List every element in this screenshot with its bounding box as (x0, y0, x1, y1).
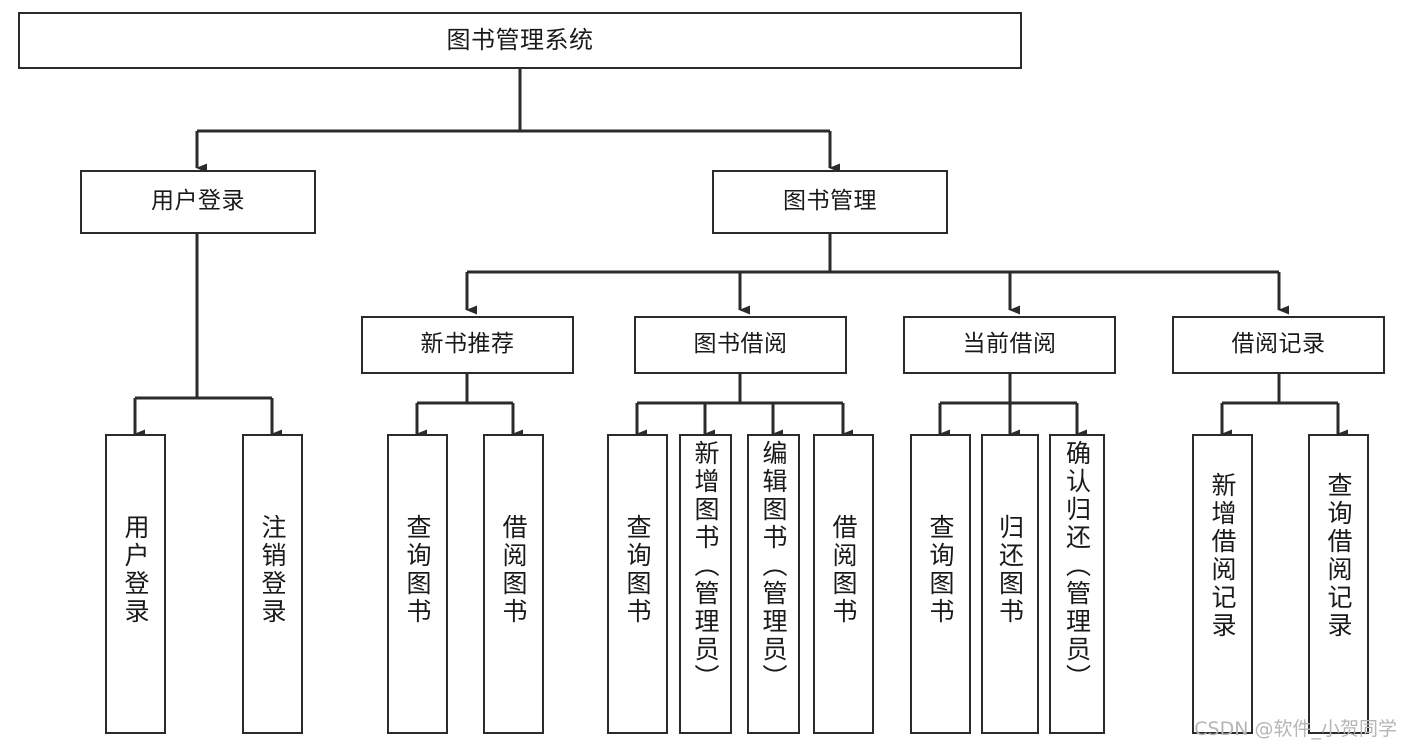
node-label: 用户登录 (121, 514, 150, 626)
node-label: 编辑图书（管理员） (759, 440, 788, 692)
node-user-login[interactable]: 用户登录 (80, 170, 316, 234)
node-label: 图书管理 (783, 188, 877, 215)
node-label: 当前借阅 (962, 331, 1057, 358)
node-label: 用户登录 (151, 188, 245, 215)
node-book-management[interactable]: 图书管理 (712, 170, 948, 234)
node-label: 图书借阅 (693, 331, 788, 358)
node-label: 查询图书 (403, 514, 432, 626)
node-book-borrow[interactable]: 图书借阅 (634, 316, 847, 374)
node-label: 借阅图书 (829, 514, 858, 626)
node-current-borrow[interactable]: 当前借阅 (903, 316, 1116, 374)
node-label: 新增图书（管理员） (691, 440, 720, 692)
node-label: 归还图书 (995, 514, 1025, 626)
leaf-new-book-query[interactable]: 查询图书 (387, 434, 448, 734)
node-label: 确认归还（管理员） (1062, 440, 1092, 692)
leaf-user-login-logout[interactable]: 注销登录 (242, 434, 303, 734)
leaf-current-borrow-return[interactable]: 归还图书 (981, 434, 1039, 734)
node-new-book-recommend[interactable]: 新书推荐 (361, 316, 574, 374)
node-label: 新书推荐 (420, 331, 515, 358)
node-label: 查询图书 (623, 514, 652, 626)
node-label: 查询图书 (926, 514, 955, 626)
node-label: 查询借阅记录 (1324, 472, 1353, 640)
leaf-current-borrow-query[interactable]: 查询图书 (910, 434, 971, 734)
node-label: 借阅记录 (1231, 331, 1326, 358)
node-label: 注销登录 (258, 514, 287, 626)
leaf-user-login-signin[interactable]: 用户登录 (105, 434, 166, 734)
node-label: 新增借阅记录 (1208, 472, 1237, 640)
leaf-book-borrow-edit[interactable]: 编辑图书（管理员） (747, 434, 800, 734)
node-root-book-management-system[interactable]: 图书管理系统 (18, 12, 1022, 69)
node-borrow-record[interactable]: 借阅记录 (1172, 316, 1385, 374)
node-label: 借阅图书 (499, 514, 528, 626)
leaf-book-borrow-query[interactable]: 查询图书 (607, 434, 668, 734)
leaf-book-borrow-borrow[interactable]: 借阅图书 (813, 434, 874, 734)
leaf-new-book-borrow[interactable]: 借阅图书 (483, 434, 544, 734)
leaf-borrow-record-query[interactable]: 查询借阅记录 (1308, 434, 1369, 734)
leaf-borrow-record-add[interactable]: 新增借阅记录 (1192, 434, 1253, 734)
leaf-book-borrow-add[interactable]: 新增图书（管理员） (679, 434, 732, 734)
leaf-current-borrow-confirm-return[interactable]: 确认归还（管理员） (1049, 434, 1105, 734)
node-label: 图书管理系统 (446, 26, 594, 55)
